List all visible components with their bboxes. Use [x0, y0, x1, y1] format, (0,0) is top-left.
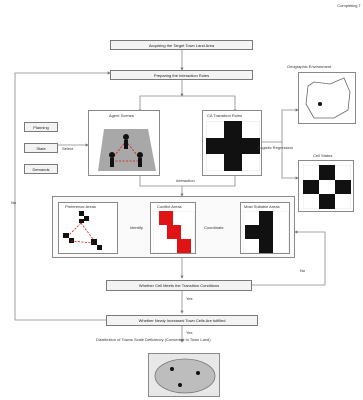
identify-label: Identify	[130, 225, 143, 230]
geo-map-graphic	[305, 77, 351, 119]
agent-scene-graphic	[98, 129, 156, 171]
conflict-areas-panel: Conflict Areas	[150, 202, 196, 254]
step-acquire-box: Acquiring the Target Town Land Area	[110, 40, 253, 50]
coordinate-label: Coordinate	[204, 225, 224, 230]
conflict-graphic	[153, 211, 195, 253]
suitable-areas-title: Most Suitable Areas	[244, 204, 280, 209]
preference-graphic	[63, 211, 102, 250]
agent-state: State	[24, 143, 58, 153]
agent-demands: Demands	[24, 164, 58, 174]
step-transition-box: Whether Cell Meets the Transition Condit…	[106, 280, 252, 291]
preference-areas-panel: Preference Areas	[58, 202, 118, 254]
suitable-areas-panel: Most Suitable Areas	[240, 202, 290, 254]
cell-states-title: Cell States	[313, 153, 333, 158]
select-label: Select	[62, 146, 74, 151]
step-fulfilled-box: Whether Newly Increased Town Cells Are f…	[106, 315, 258, 326]
step-rules-box: Preparing the Interaction Rules	[110, 70, 253, 80]
no-label-right: No	[300, 268, 306, 273]
cell-states-panel: Cell States	[298, 153, 354, 212]
conflict-areas-title: Conflict Areas	[157, 204, 182, 209]
ca-rules-panel: CA Transition Rules	[202, 110, 262, 176]
interaction-label: Interaction	[176, 178, 195, 183]
agent-scenes-panel: Agent Scenes	[88, 110, 160, 176]
ca-grid-graphic	[206, 121, 260, 171]
ca-rules-title: CA Transition Rules	[207, 113, 243, 118]
distribution-map-graphic	[154, 358, 216, 394]
no-label-left: No	[11, 200, 17, 205]
yes-label-2: Yes	[186, 330, 193, 335]
suitable-graphic	[243, 211, 289, 253]
agent-scenes-title: Agent Scenes	[109, 113, 134, 118]
logistic-label: Logistic Regression	[258, 145, 293, 150]
yes-label-1: Yes	[186, 296, 193, 301]
geo-env-title: Geographic Environment	[287, 64, 332, 69]
preference-areas-title: Preference Areas	[65, 204, 96, 209]
corner-text: Completing T	[337, 3, 361, 8]
final-distribution-panel	[148, 353, 220, 397]
step-distribution-text: Distribution of Towns Scale Deficiency (…	[96, 337, 211, 342]
cell-grid-graphic	[303, 165, 351, 209]
geo-env-panel: Geographic Environment	[287, 64, 356, 124]
agent-planning: Planning	[24, 122, 58, 132]
